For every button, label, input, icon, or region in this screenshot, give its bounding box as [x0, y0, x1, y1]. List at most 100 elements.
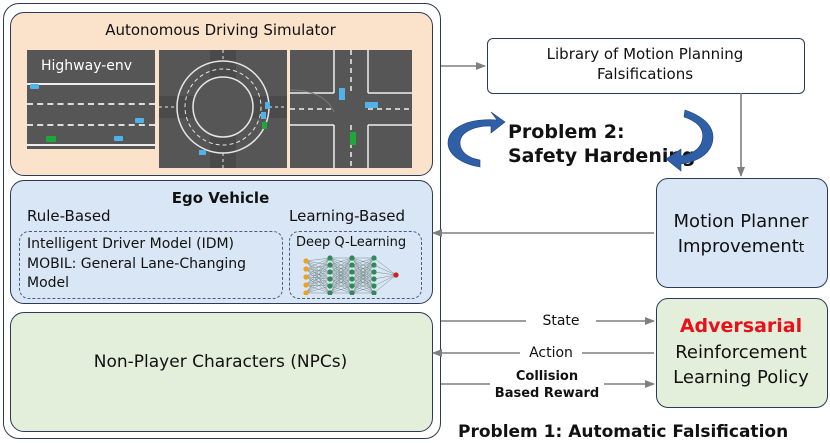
nn-node	[327, 269, 333, 275]
adversarial-label: Adversarial	[679, 315, 803, 337]
ego-vehicle-box	[10, 180, 433, 304]
dql-label: Deep Q-Learning	[296, 235, 407, 250]
nn-node	[327, 283, 333, 289]
library-label-line2: Falsifications	[596, 65, 694, 83]
nn-edge	[351, 271, 375, 294]
reward-label-line1: Collision	[515, 369, 579, 384]
nn-node	[327, 276, 333, 282]
highway-env-label: Highway-env	[41, 58, 133, 74]
neural-network-icon	[303, 255, 399, 295]
library-box	[487, 38, 805, 94]
nn-edge	[305, 268, 331, 287]
nn-edge	[305, 268, 331, 280]
nn-edge	[329, 257, 353, 273]
reinforcement-label: Reinforcement	[675, 342, 807, 363]
mobil-label-line1: MOBIL: General Lane-Changing	[27, 256, 246, 272]
nn-edge	[373, 264, 397, 276]
nn-edge	[351, 257, 375, 280]
nn-edge	[351, 285, 375, 294]
nn-edge	[305, 276, 331, 294]
state-label: State	[542, 313, 580, 329]
library-label-line1: Library of Motion Planning	[546, 45, 744, 63]
nn-edge	[305, 268, 331, 273]
nn-edge	[305, 257, 331, 294]
nn-edge	[329, 257, 353, 294]
nn-edge	[351, 257, 375, 266]
nn-edge	[305, 278, 331, 294]
nn-edge	[329, 278, 353, 294]
nn-edge	[305, 276, 331, 280]
mobil-label-line2: Model	[27, 275, 70, 291]
nn-edge	[329, 271, 353, 294]
nn-edge	[305, 264, 331, 278]
nn-edge	[305, 271, 331, 294]
nn-edge	[373, 274, 397, 287]
nn-edge	[329, 257, 353, 280]
nn-edge	[305, 271, 331, 286]
nn-edge	[305, 285, 331, 294]
counterclockwise-arrow-icon	[447, 111, 506, 168]
nn-node	[303, 258, 309, 264]
nn-node	[371, 255, 377, 261]
learning-based-group	[289, 231, 422, 299]
action-label: Action	[529, 345, 573, 361]
nn-edge	[305, 257, 331, 278]
nn-node	[371, 269, 377, 275]
motion-planner-label-line1: Motion Planner	[673, 211, 809, 232]
problem2-label-line1: Problem 2:	[508, 121, 625, 143]
nn-node	[371, 262, 377, 268]
nn-node	[349, 269, 355, 275]
nn-edge	[351, 278, 375, 294]
rule-based-group	[19, 231, 283, 299]
nn-node	[327, 262, 333, 268]
nn-edge	[305, 257, 331, 270]
nn-edge	[305, 264, 331, 286]
nn-node	[349, 283, 355, 289]
nn-edge	[305, 260, 331, 294]
npc-label: Non-Player Characters (NPCs)	[93, 352, 348, 372]
rule-based-label: Rule-Based	[27, 207, 111, 225]
nn-node	[371, 276, 377, 282]
roundabout-scene	[159, 50, 287, 168]
nn-edge	[305, 257, 331, 262]
reward-label-line2: Based Reward	[494, 386, 600, 401]
npc-box	[10, 312, 433, 432]
nn-edge	[329, 257, 353, 287]
nn-edge	[305, 284, 331, 294]
nn-edge	[351, 264, 375, 294]
nn-edge	[373, 257, 397, 276]
nn-edge	[373, 274, 397, 294]
improvement-tail: t	[798, 240, 805, 256]
nn-edge	[305, 278, 331, 286]
adversarial-rl-box	[656, 298, 828, 408]
nn-node	[303, 266, 309, 272]
idm-label: Intelligent Driver Model (IDM)	[27, 236, 235, 252]
nn-edge	[329, 285, 353, 294]
ego-vehicle-title: Ego Vehicle	[171, 189, 270, 207]
motion-planner-improvement-box	[656, 178, 828, 288]
clockwise-arrow-icon	[665, 109, 714, 172]
nn-edge	[351, 257, 375, 294]
nn-edge	[351, 257, 375, 273]
learning-policy-label: Learning Policy	[673, 367, 809, 388]
nn-edge	[305, 276, 331, 287]
simulator-title: Autonomous Driving Simulator	[105, 21, 336, 39]
problem2-label-line2: Safety Hardening	[508, 145, 696, 167]
nn-edge	[305, 268, 331, 294]
nn-edge	[305, 257, 331, 286]
nn-edge	[351, 257, 375, 287]
nn-edge	[305, 284, 331, 287]
nn-edge	[373, 274, 397, 280]
nn-edge	[305, 260, 331, 280]
nn-edge	[305, 264, 331, 294]
nn-node	[303, 274, 309, 280]
nn-edge	[329, 264, 353, 294]
motion-planner-label-line2: Improvementt	[656, 236, 826, 257]
nn-node	[371, 283, 377, 289]
intersection-scene	[290, 50, 412, 168]
nn-edge	[305, 260, 331, 266]
nn-edge	[305, 260, 331, 287]
problem1-label: Problem 1: Automatic Falsification	[458, 422, 789, 442]
